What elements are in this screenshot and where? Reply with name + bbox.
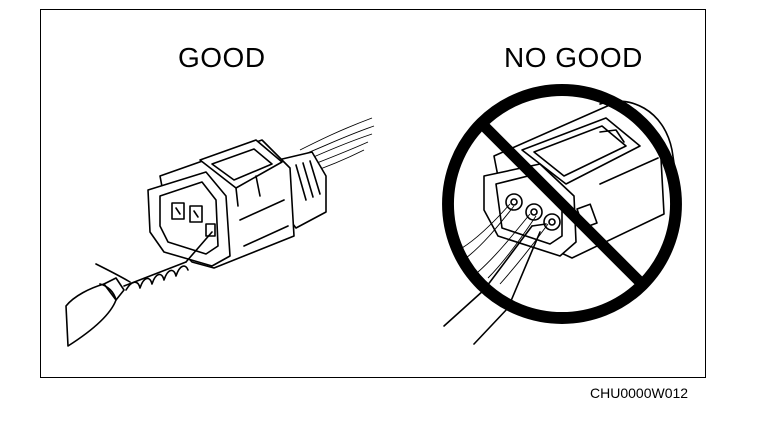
good-probe — [65, 231, 213, 347]
figure-code: CHU0000W012 — [590, 385, 689, 401]
no-good-connector — [461, 100, 677, 285]
good-label: GOOD — [178, 42, 266, 73]
good-connector — [147, 117, 375, 269]
prohibition-sign-icon — [442, 84, 682, 324]
no-good-probe — [443, 223, 547, 345]
figure-frame — [40, 9, 706, 378]
no-good-label: NO GOOD — [504, 42, 643, 73]
